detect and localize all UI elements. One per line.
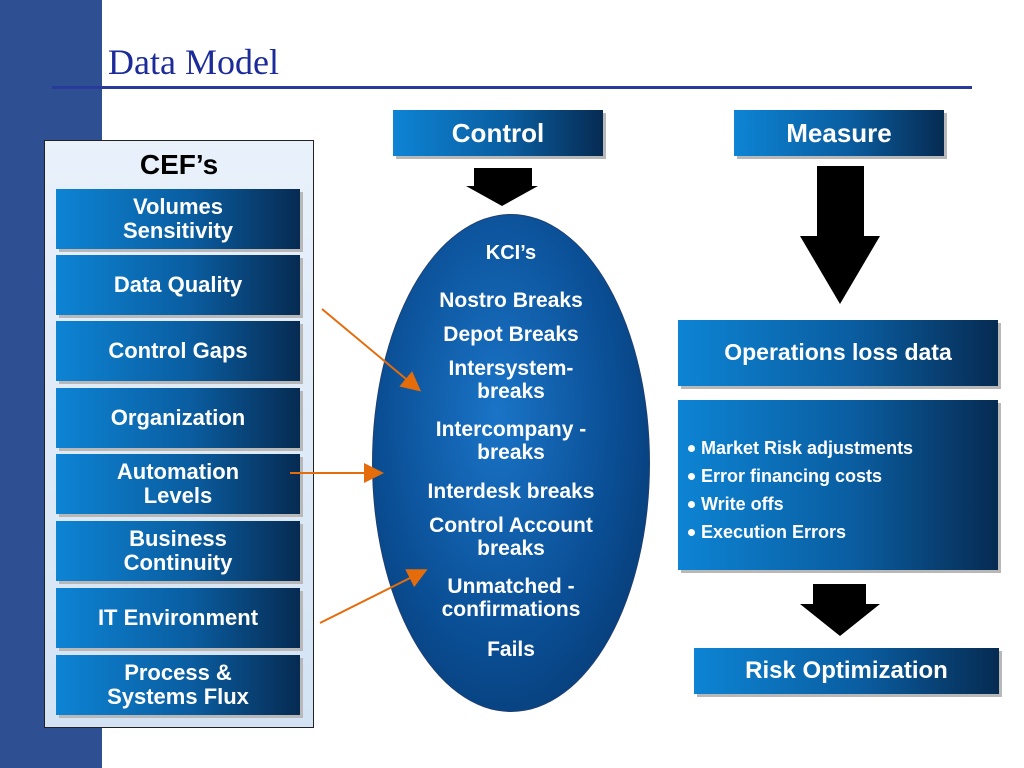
loss-components-box: Market Risk adjustments Error financing … [678, 400, 998, 570]
bullet-dot-icon [688, 500, 695, 508]
bullet-dot-icon [688, 528, 695, 536]
measure-header: Measure [734, 110, 944, 156]
down-arrow-measure-icon [800, 166, 880, 304]
kci-title: KCI’s [485, 242, 537, 264]
slide-title: Data Model [108, 42, 279, 82]
cef-organization: Organization [56, 388, 300, 448]
kci-intercompany-breaks: Intercompany -breaks [435, 418, 587, 465]
kci-nostro-breaks: Nostro Breaks [439, 289, 583, 312]
title-underline [52, 86, 972, 89]
risk-optimization-box: Risk Optimization [694, 648, 999, 694]
down-arrow-control-icon [466, 168, 538, 206]
operations-loss-data-box: Operations loss data [678, 320, 998, 386]
bullet-dot-icon [688, 444, 695, 452]
bullet-dot-icon [688, 472, 695, 480]
bullet-item: Write offs [688, 490, 998, 518]
cef-it-environment: IT Environment [56, 588, 300, 648]
kci-fails: Fails [487, 638, 535, 661]
kci-interdesk-breaks: Interdesk breaks [427, 480, 595, 503]
connector-arrow-data-quality [321, 308, 422, 392]
cef-control-gaps: Control Gaps [56, 321, 300, 381]
bullet-item: Error financing costs [688, 462, 998, 490]
kci-unmatched-confirmations: Unmatched -confirmations [441, 575, 581, 622]
control-header: Control [393, 110, 603, 156]
down-arrow-optimization-icon [800, 584, 880, 636]
bullet-item: Market Risk adjustments [688, 434, 998, 462]
cef-process-systems-flux: Process &Systems Flux [56, 655, 300, 715]
kci-depot-breaks: Depot Breaks [443, 323, 579, 346]
kci-intersystem-breaks: Intersystem-breaks [448, 357, 574, 404]
cef-data-quality: Data Quality [56, 255, 300, 315]
connector-arrow-it-environment [319, 569, 428, 624]
kci-ellipse [372, 214, 650, 712]
cef-title: CEF’s [139, 149, 219, 180]
bullet-item: Execution Errors [688, 518, 998, 546]
